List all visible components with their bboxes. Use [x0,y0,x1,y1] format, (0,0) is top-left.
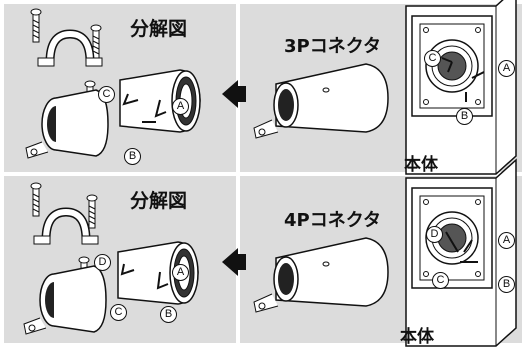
exploded-view-title-3p: 分解図 [130,18,188,40]
connector-title-4p: 4Pコネクタ [284,210,381,231]
callout-c-connector-3p: C [424,50,441,67]
callout-d-connector-4p: D [426,226,443,243]
callout-a-exploded-3p: A [172,98,189,115]
callout-a-connector-4p: A [498,232,515,249]
callout-b-exploded-3p: B [124,148,141,165]
callout-b-connector-3p: B [456,108,473,125]
connector-title-3p: 3Pコネクタ [284,36,381,57]
callout-a-exploded-4p: A [172,264,189,281]
body-label-4p: 本体 [400,327,434,347]
exploded-view-title-4p: 分解図 [130,190,188,212]
callout-b-connector-4p: B [498,276,515,293]
callout-b-exploded-4p: B [160,306,177,323]
callout-c-exploded-3p: C [98,86,115,103]
callout-d-exploded-4p: D [94,254,111,271]
callout-c-connector-4p: C [432,272,449,289]
callout-a-connector-3p: A [498,60,515,77]
body-label-3p: 本体 [404,155,438,175]
callout-c-exploded-4p: C [110,304,127,321]
